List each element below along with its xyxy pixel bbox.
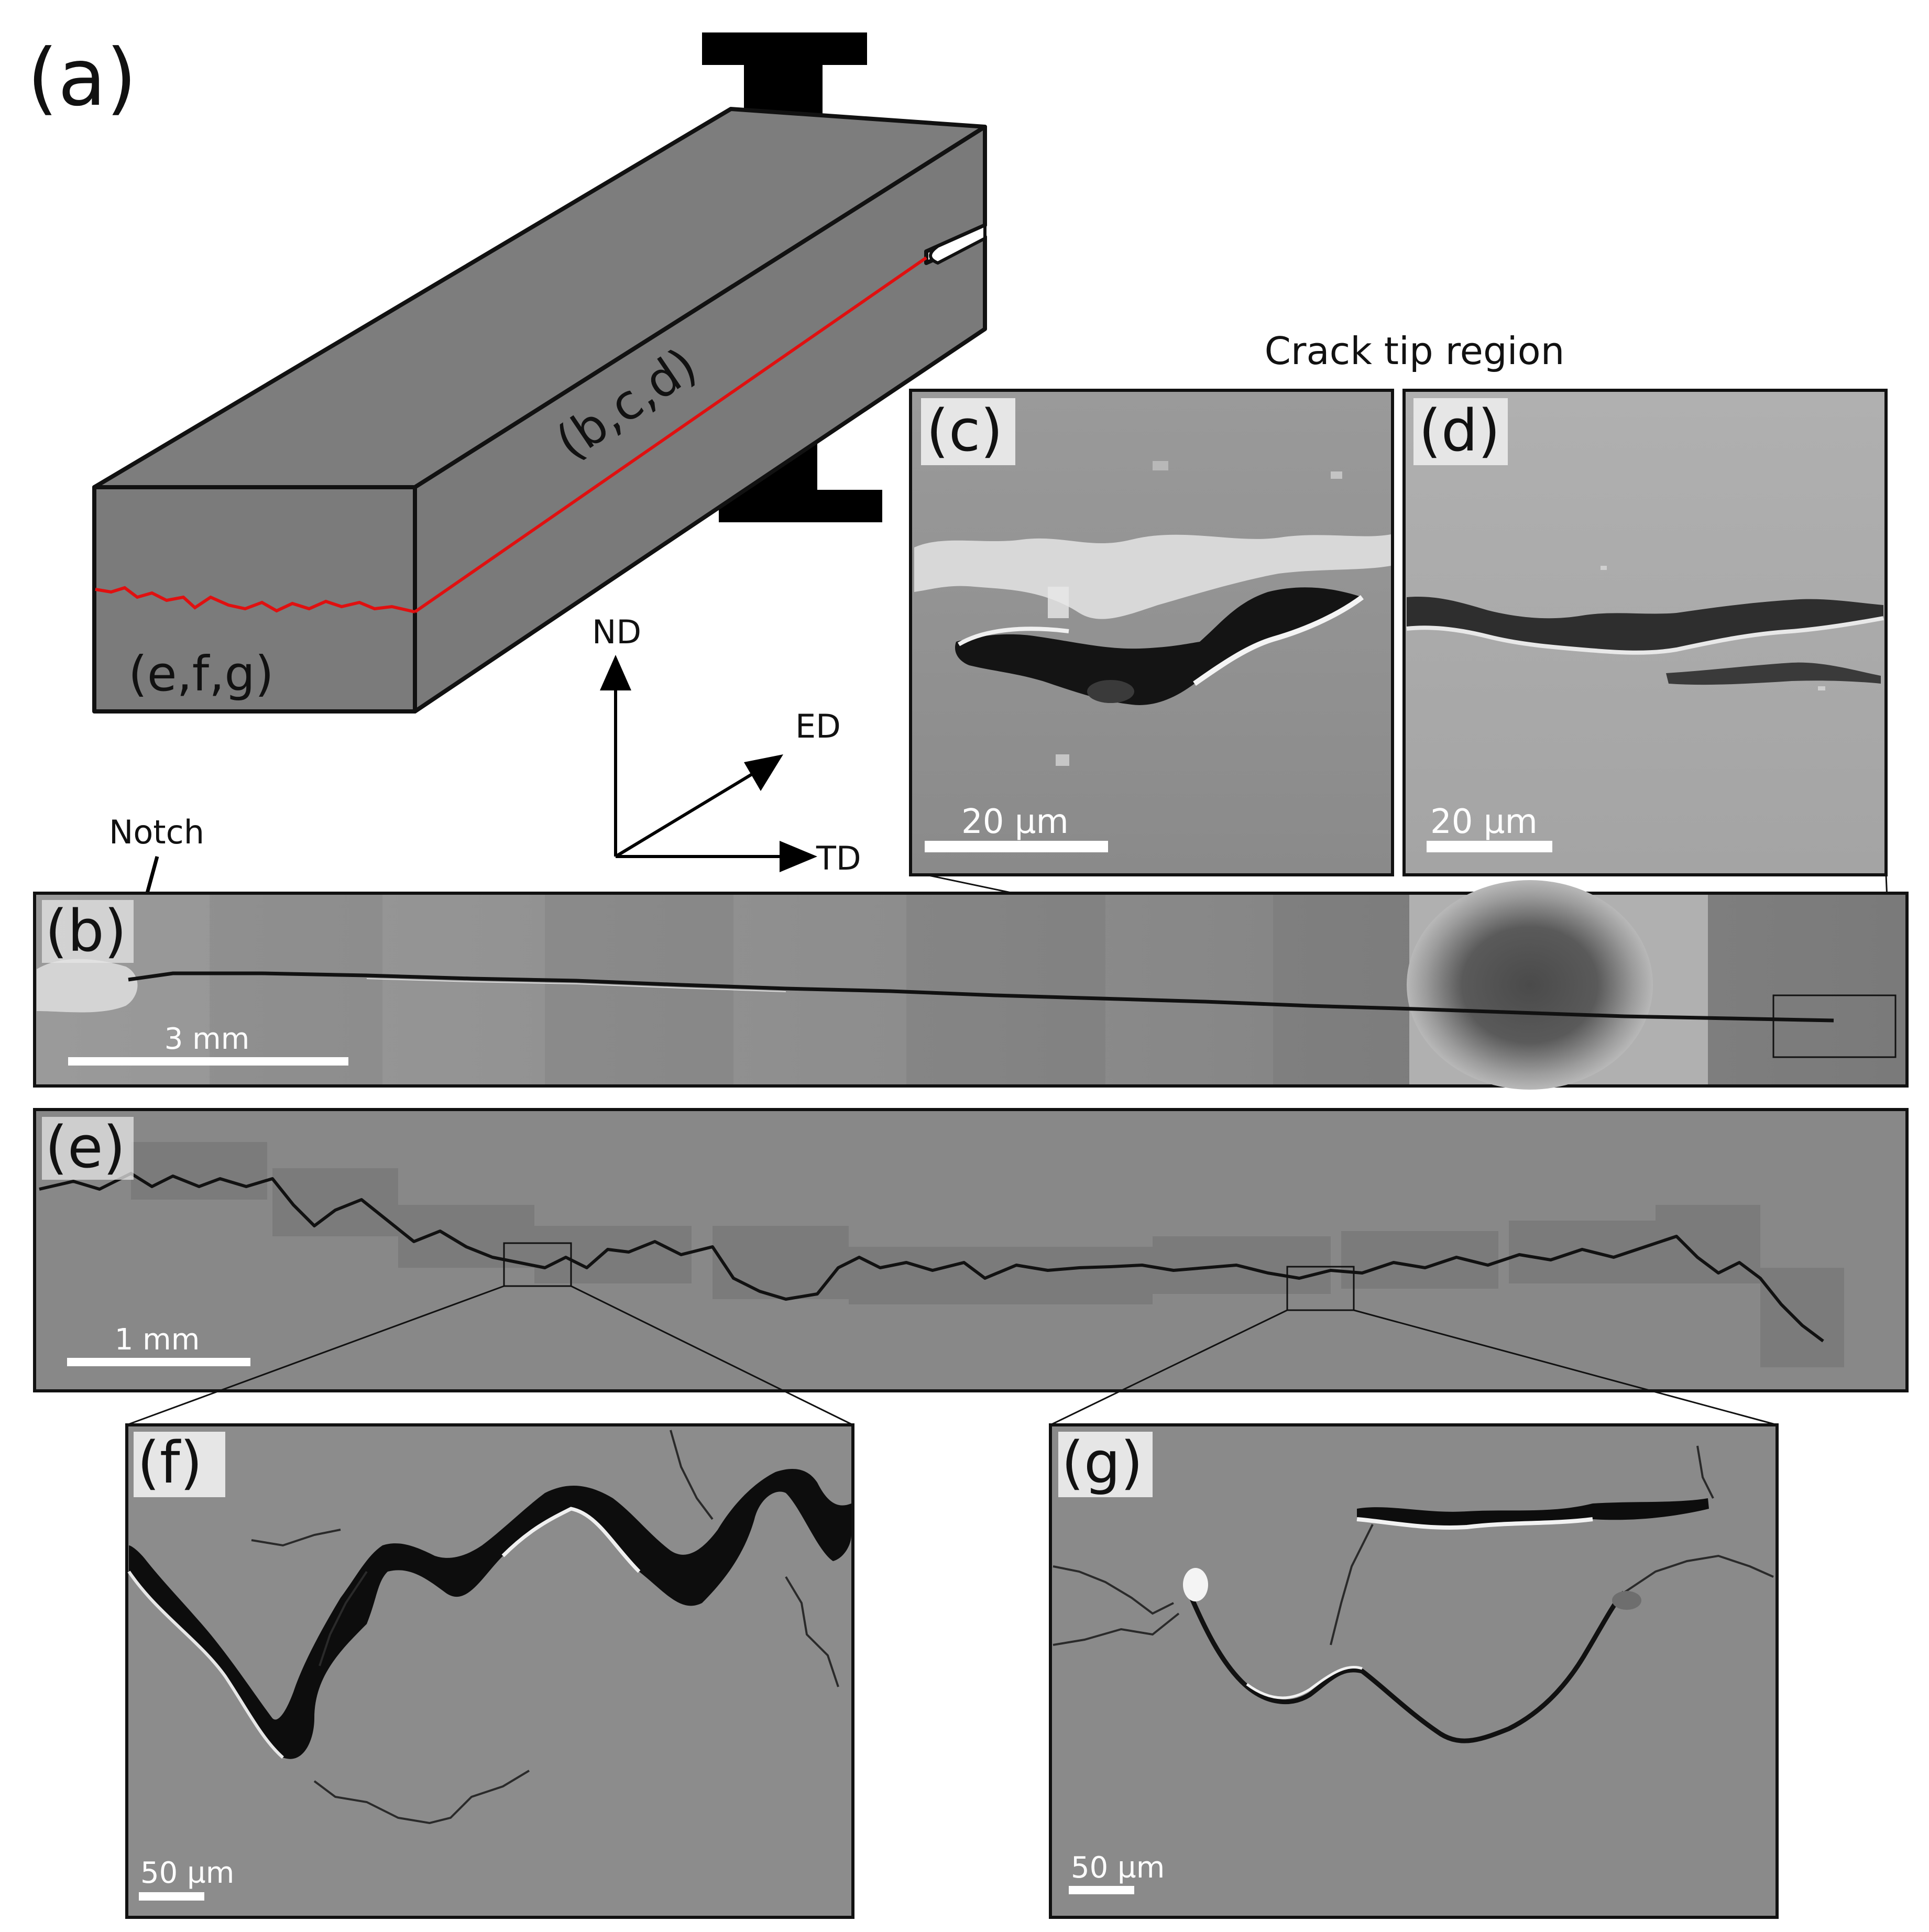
scale-label-f: 50 µm [140, 1856, 234, 1890]
ed-arrow-head [744, 754, 783, 791]
panel-label-e: (e) [45, 1114, 126, 1181]
panel-f-microcracks [251, 1430, 839, 1825]
scale-label-b: 3 mm [165, 1022, 250, 1056]
axis-label-td: TD [816, 839, 861, 877]
panel-label-c: (c) [926, 397, 1003, 464]
panel-b-zoom-box [1772, 994, 1897, 1058]
panel-b-notch [37, 959, 138, 1013]
panel-g-crack-top [1357, 1498, 1709, 1528]
panel-g-inclusion [1612, 1591, 1641, 1610]
panel-b-crack [128, 971, 1834, 1023]
panel-b-crack-edge [366, 978, 786, 992]
panel-d-crack [1406, 566, 1884, 690]
scale-bar-d [1427, 841, 1552, 852]
crack-line-side [414, 256, 927, 613]
panel-f: (f) 50 µm [125, 1423, 854, 1919]
panel-b: (b) 3 mm [33, 880, 1909, 1090]
specimen-bar [92, 107, 987, 713]
scale-bar-b [68, 1057, 348, 1066]
scale-label-g: 50 µm [1071, 1851, 1165, 1885]
scale-label-c: 20 µm [961, 803, 1069, 841]
panel-b-charge-spot [1407, 880, 1653, 1090]
panel-e-zoom-box-f [503, 1242, 572, 1287]
specimen-side-face [413, 125, 987, 713]
panel-e-crack [39, 1172, 1824, 1343]
scale-label-d: 20 µm [1430, 803, 1538, 841]
panel-g-crack-bottom [1187, 1590, 1626, 1743]
crack-line-end [95, 586, 415, 613]
panel-g-microcracks [1053, 1445, 1774, 1646]
panel-label-a: (a) [27, 32, 137, 124]
axis-label-nd: ND [592, 613, 641, 651]
panel-f-crack [129, 1469, 851, 1759]
schematic-panel: (a) (b,c,d) (e,f,g) [27, 32, 987, 972]
notch-cutout [929, 223, 987, 265]
crack-tip-region-title: Crack tip region [1265, 329, 1565, 373]
scale-bar-f [139, 1892, 204, 1901]
panel-d: (d) 20 µm [1402, 389, 1888, 876]
specimen-end-face [92, 485, 417, 713]
axis-label-ed: ED [795, 707, 841, 745]
scale-bar-g [1069, 1886, 1134, 1894]
panel-e: (e) 1 mm [33, 1108, 1909, 1392]
td-arrow-head [780, 841, 817, 872]
scale-bar-e [67, 1358, 250, 1366]
panel-b-tiles [210, 895, 1409, 1084]
coordinate-axes [600, 655, 817, 872]
scale-bar-c [925, 841, 1108, 852]
panel-g: (g) 50 µm [1049, 1423, 1779, 1919]
end-face-label: (e,f,g) [128, 646, 274, 702]
panel-label-b: (b) [45, 897, 127, 964]
panel-label-g: (g) [1061, 1429, 1143, 1496]
zoom-lines-e-to-fg [126, 1285, 1778, 1426]
crack-path-lines [95, 256, 927, 613]
panel-g-bright-particle [1183, 1568, 1208, 1601]
panel-c-crack [914, 461, 1391, 766]
notch-label: Notch [109, 813, 204, 851]
scale-label-e: 1 mm [115, 1323, 200, 1357]
nd-arrow-head [600, 655, 631, 690]
panel-label-f: (f) [137, 1429, 203, 1496]
panel-label-d: (d) [1419, 397, 1500, 464]
panel-e-zoom-box-g [1286, 1266, 1355, 1311]
panel-c: (c) 20 µm [909, 389, 1394, 876]
